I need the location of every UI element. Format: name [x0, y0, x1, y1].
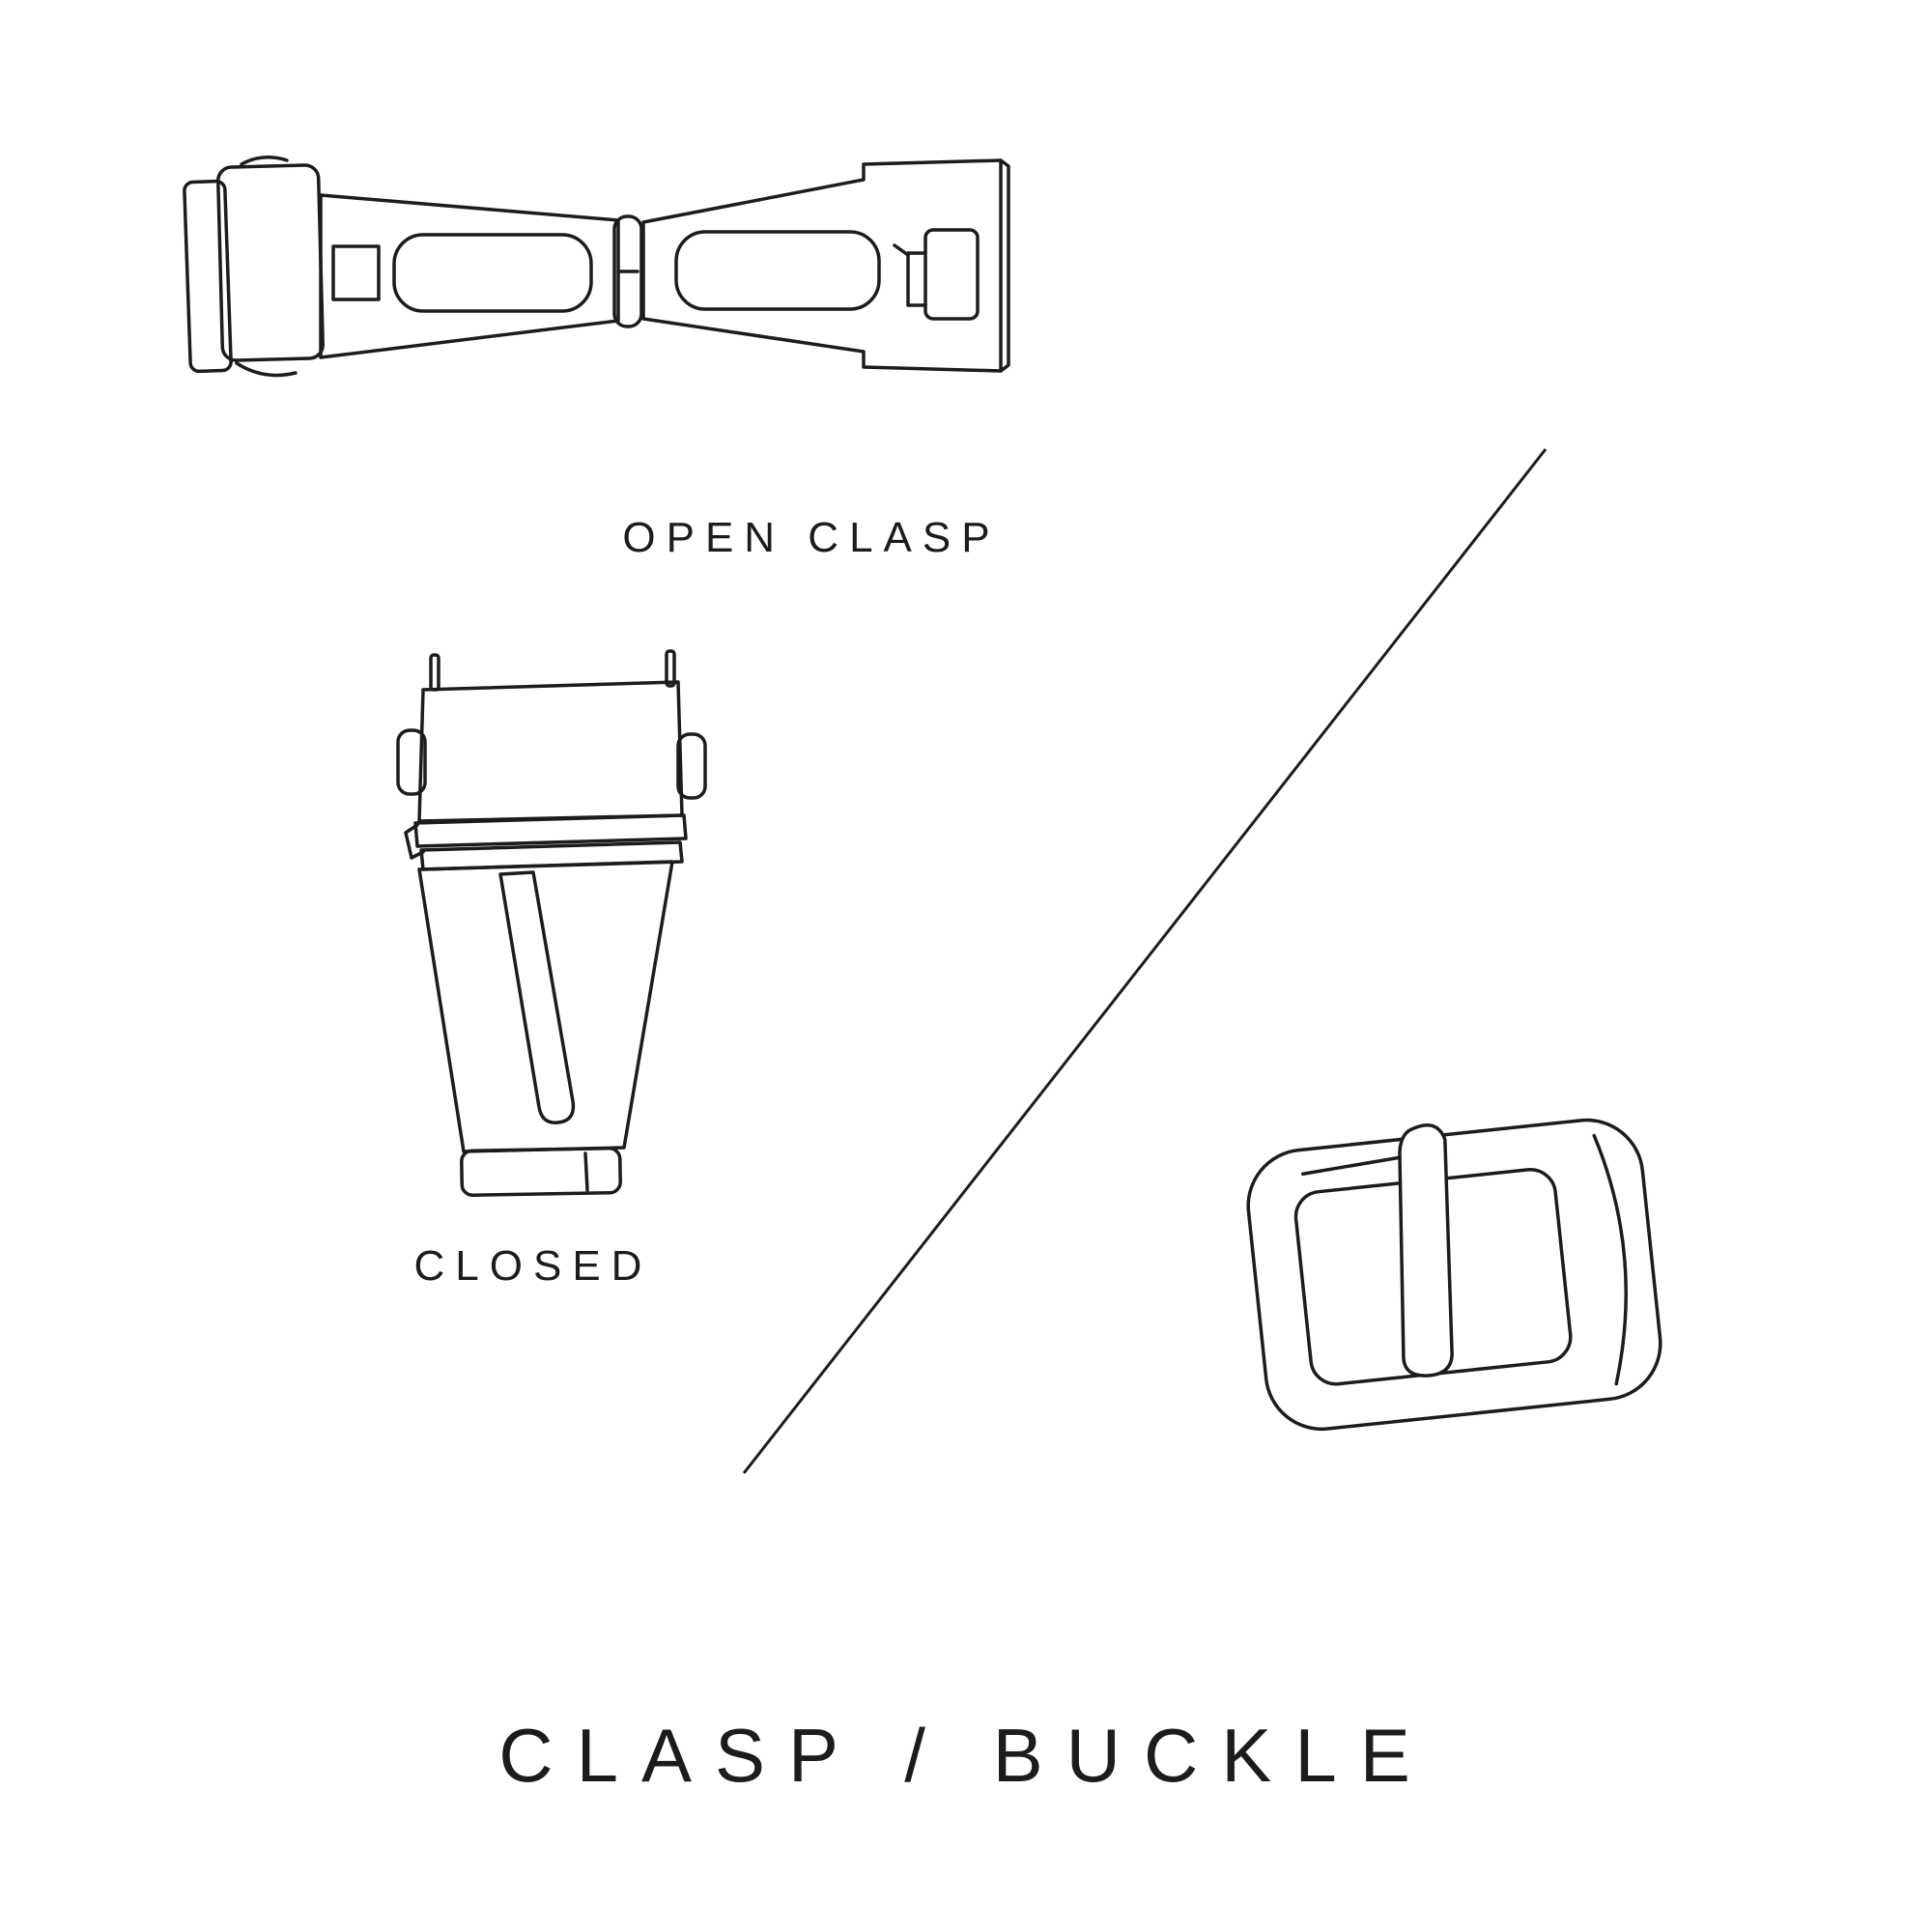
buckle-frame: [1246, 1118, 1662, 1432]
spring-bar-bottom-arc: [235, 361, 298, 378]
left-ear: [396, 728, 427, 796]
clasp-latch: [923, 228, 980, 321]
closed-clasp-head: [396, 680, 707, 823]
open-clasp-illustration: [183, 156, 1010, 378]
closed-clasp-label: CLOSED: [413, 1242, 653, 1290]
open-clasp-hinge: [612, 214, 643, 328]
tang-buckle-illustration: [1246, 1118, 1662, 1432]
closed-clasp-foot: [460, 1147, 622, 1197]
open-clasp-right-blade: [641, 158, 1010, 373]
body-slot: [498, 870, 576, 1124]
buckle-right-curve: [1592, 1133, 1628, 1386]
blade-inner-outline: [392, 233, 593, 313]
open-clasp-label: OPEN CLASP: [622, 514, 1001, 561]
latch-hook: [906, 251, 927, 307]
foot-tick: [583, 1151, 589, 1192]
closed-clasp-bands: [404, 813, 688, 871]
closed-clasp-body: [417, 860, 674, 1153]
spring-bar-top-arc: [240, 156, 289, 166]
closed-clasp-illustration: [396, 649, 707, 1197]
diagram-title: CLASP / BUCKLE: [498, 1713, 1434, 1798]
blade-notch: [331, 244, 381, 301]
band-left-facet: [404, 823, 425, 860]
blade-inner-outline-right: [674, 230, 881, 311]
buckle-prong: [1398, 1123, 1454, 1378]
right-ear: [676, 732, 707, 800]
open-clasp-left-blade: [319, 193, 620, 359]
right-end-edge: [999, 158, 1010, 373]
latch-hook-tick: [893, 243, 910, 257]
open-clasp-left-end-link: [183, 156, 325, 378]
